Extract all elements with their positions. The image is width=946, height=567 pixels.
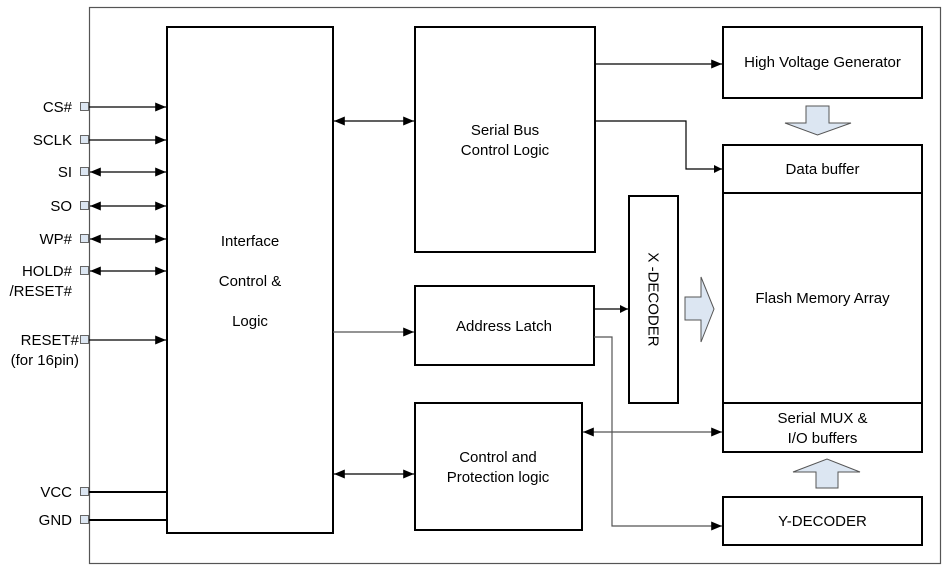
interface-label-line2: Control &	[219, 273, 282, 290]
pin-wp-label: WP#	[39, 231, 72, 248]
pin-reset-label: RESET#	[21, 332, 80, 349]
x-decoder-label: X -DECODER	[645, 252, 662, 346]
control-protection-logic-block: Control and Protection logic	[414, 402, 583, 531]
pin-vcc-pad-icon	[80, 487, 89, 496]
address-latch-label: Address Latch	[456, 318, 552, 335]
pin-cs: CS#	[43, 99, 166, 116]
interface-control-logic-block: Interface Control & Logic	[166, 26, 334, 534]
pin-wp-pad-icon	[80, 234, 89, 243]
pin-cs-pad-icon	[80, 102, 89, 111]
pin-gnd-label: GND	[39, 512, 73, 529]
high-voltage-generator-block: High Voltage Generator	[722, 26, 923, 99]
pin-hold-pad-icon	[80, 266, 89, 275]
flash-array-label: Flash Memory Array	[755, 290, 890, 307]
pin-hold: HOLD# /RESET#	[9, 263, 166, 300]
data-buffer-label: Data buffer	[786, 161, 860, 178]
pin-sclk-pad-icon	[80, 135, 89, 144]
pin-sclk: SCLK	[33, 132, 166, 149]
pin-so: SO	[50, 198, 166, 215]
address-latch-block: Address Latch	[414, 285, 595, 366]
chip-outline	[88, 6, 942, 565]
pin-cs-label: CS#	[43, 99, 73, 116]
serialbus-to-data-buffer	[595, 120, 722, 173]
pin-sclk-label: SCLK	[33, 132, 72, 149]
x-decoder-block: X -DECODER	[628, 195, 679, 404]
y-decoder-block: Y-DECODER	[722, 496, 923, 546]
pin-si: SI	[58, 164, 166, 181]
y-decoder-label: Y-DECODER	[778, 513, 867, 530]
serial-bus-label-line1: Serial Bus	[471, 122, 539, 139]
control-protection-label-line2: Protection logic	[447, 469, 550, 486]
pin-si-pad-icon	[80, 167, 89, 176]
hv-to-buffer-hollow-arrow-icon	[784, 105, 852, 136]
pin-hold-label: HOLD#	[22, 263, 73, 280]
pin-gnd-pad-icon	[80, 515, 89, 524]
memory-stack: Data buffer Flash Memory Array Serial MU…	[722, 144, 923, 453]
pin-reset-pad-icon	[80, 335, 89, 344]
ydecoder-to-mux-hollow-arrow-icon	[792, 458, 861, 489]
pin-so-label: SO	[50, 198, 72, 215]
serial-mux-label-line1: Serial MUX &	[777, 410, 867, 427]
pin-gnd: GND	[39, 512, 167, 529]
serial-bus-control-logic-block: Serial Bus Control Logic	[414, 26, 596, 253]
pin-so-pad-icon	[80, 201, 89, 210]
pin-reset: RESET# (for 16pin)	[11, 332, 166, 369]
pin-hold-label-secondary: /RESET#	[9, 283, 72, 300]
serial-bus-label-line2: Control Logic	[461, 142, 550, 159]
pin-reset-label-secondary: (for 16pin)	[11, 352, 79, 369]
control-protection-label-line1: Control and	[459, 449, 537, 466]
pin-vcc-label: VCC	[40, 484, 72, 501]
hv-generator-label: High Voltage Generator	[744, 54, 901, 71]
xdecoder-to-array-hollow-arrow-icon	[684, 276, 715, 343]
serial-mux-label-line2: I/O buffers	[788, 430, 858, 447]
pin-vcc: VCC	[40, 484, 167, 501]
interface-label-line3: Logic	[232, 313, 268, 330]
pin-si-label: SI	[58, 164, 72, 181]
pin-wp: WP#	[39, 231, 166, 248]
interface-label-line1: Interface	[221, 233, 279, 250]
pin-list: CS# SCLK SI SO WP# HOLD# /RESET# RESET# (for 16p…	[9, 99, 167, 529]
